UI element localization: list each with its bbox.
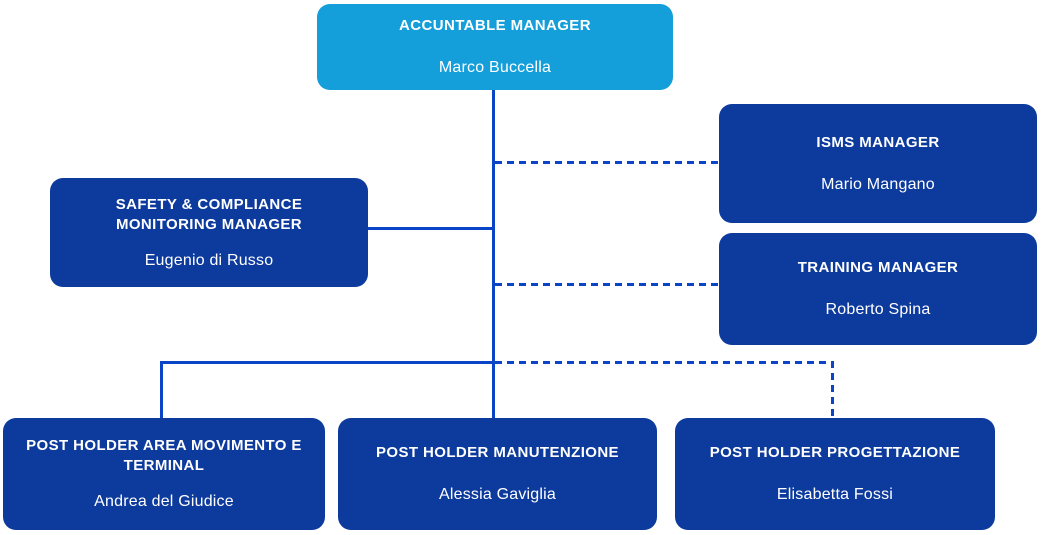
person-name: Marco Buccella bbox=[438, 59, 552, 76]
org-box-post-holder-area-movimento-terminal: POST HOLDER AREA MOVIMENTO E TERMINAL An… bbox=[3, 418, 325, 530]
connector-main-vertical bbox=[492, 90, 495, 418]
person-name: Andrea del Giudice bbox=[94, 493, 234, 510]
org-box-accountable-manager: ACCUNTABLE MANAGER Marco Buccella bbox=[317, 4, 673, 90]
person-name: Roberto Spina bbox=[825, 301, 931, 318]
org-box-safety-compliance-monitoring-manager: SAFETY & COMPLIANCE MONITORING MANAGER E… bbox=[50, 178, 368, 287]
person-name: Eugenio di Russo bbox=[144, 251, 274, 269]
org-box-post-holder-manutenzione: POST HOLDER MANUTENZIONE Alessia Gavigli… bbox=[338, 418, 657, 530]
org-box-training-manager: TRAINING MANAGER Roberto Spina bbox=[719, 233, 1037, 345]
person-name: Alessia Gaviglia bbox=[438, 486, 557, 503]
role-title: POST HOLDER MANUTENZIONE bbox=[376, 444, 619, 461]
connector-accountable-isms bbox=[495, 161, 719, 164]
connector-accountable-safety bbox=[368, 227, 495, 230]
role-title: ACCUNTABLE MANAGER bbox=[399, 17, 591, 34]
connector-bottom-horizontal bbox=[160, 361, 495, 364]
connector-bottom-horizontal-dashed bbox=[495, 361, 833, 364]
role-title: ISMS MANAGER bbox=[816, 133, 940, 151]
connector-drop-movimento bbox=[160, 361, 163, 418]
role-title: SAFETY & COMPLIANCE MONITORING MANAGER bbox=[115, 195, 303, 233]
role-title: POST HOLDER PROGETTAZIONE bbox=[709, 444, 961, 461]
role-title: TRAINING MANAGER bbox=[797, 259, 959, 276]
org-box-post-holder-progettazione: POST HOLDER PROGETTAZIONE Elisabetta Fos… bbox=[675, 418, 995, 530]
org-box-isms-manager: ISMS MANAGER Mario Mangano bbox=[719, 104, 1037, 223]
role-title: POST HOLDER AREA MOVIMENTO E TERMINAL bbox=[26, 437, 302, 474]
connector-drop-progettazione bbox=[831, 361, 834, 418]
connector-accountable-training bbox=[495, 283, 719, 286]
person-name: Mario Mangano bbox=[821, 175, 935, 193]
person-name: Elisabetta Fossi bbox=[776, 486, 894, 503]
